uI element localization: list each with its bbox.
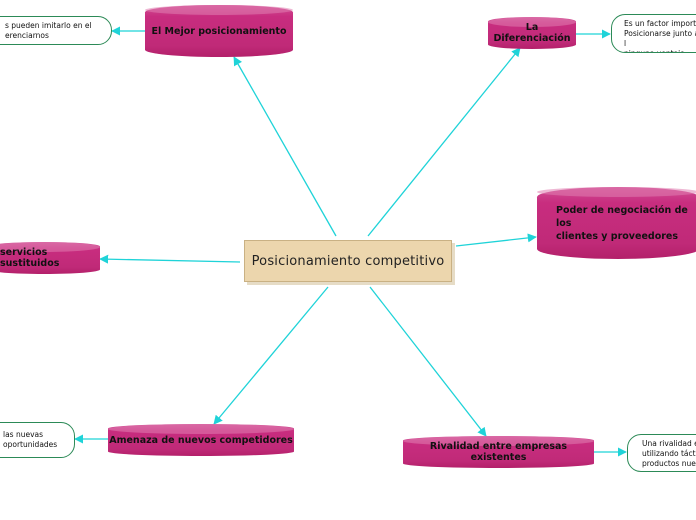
node-label: El Mejor posicionamiento — [151, 25, 287, 37]
edge-to-mejor — [233, 56, 337, 237]
central-topic-label: Posicionamiento competitivo — [251, 253, 445, 269]
edge-to-rivalidad — [369, 286, 487, 437]
edge-to-amenaza — [213, 286, 329, 425]
note-amenaza[interactable]: las nuevas oportunidades — [0, 422, 75, 458]
edge-to-poder — [455, 233, 537, 247]
node-rivalidad-empresas[interactable]: Rivalidad entre empresas existentes — [403, 436, 594, 468]
node-servicios-sustituidos[interactable]: servicios sustituidos — [0, 242, 100, 274]
edge-to-diferenciacion — [367, 47, 521, 237]
node-diferenciacion[interactable]: La Diferenciación — [488, 17, 576, 49]
edge-to-sustitutos — [99, 254, 241, 264]
note-diferenciacion[interactable]: Es un factor importa Posicionarse junto … — [611, 14, 696, 53]
node-mejor-posicionamiento[interactable]: El Mejor posicionamiento — [145, 5, 293, 57]
note-rivalidad[interactable]: Una rivalidad en utilizando táctic produ… — [627, 434, 696, 472]
node-label: Rivalidad entre empresas existentes — [429, 441, 568, 463]
node-label: La Diferenciación — [493, 22, 571, 44]
node-amenaza-nuevos-competidores[interactable]: Amenaza de nuevos competidores — [108, 424, 294, 456]
node-label: Poder de negociación de los clientes y p… — [556, 204, 688, 242]
node-poder-negociacion[interactable]: Poder de negociación de los clientes y p… — [537, 187, 696, 259]
note-mejor[interactable]: s pueden imitarlo en el erenciarnos — [0, 16, 112, 45]
central-topic[interactable]: Posicionamiento competitivo — [244, 240, 452, 282]
node-label: Amenaza de nuevos competidores — [109, 434, 293, 446]
node-label: servicios sustituidos — [0, 247, 60, 269]
